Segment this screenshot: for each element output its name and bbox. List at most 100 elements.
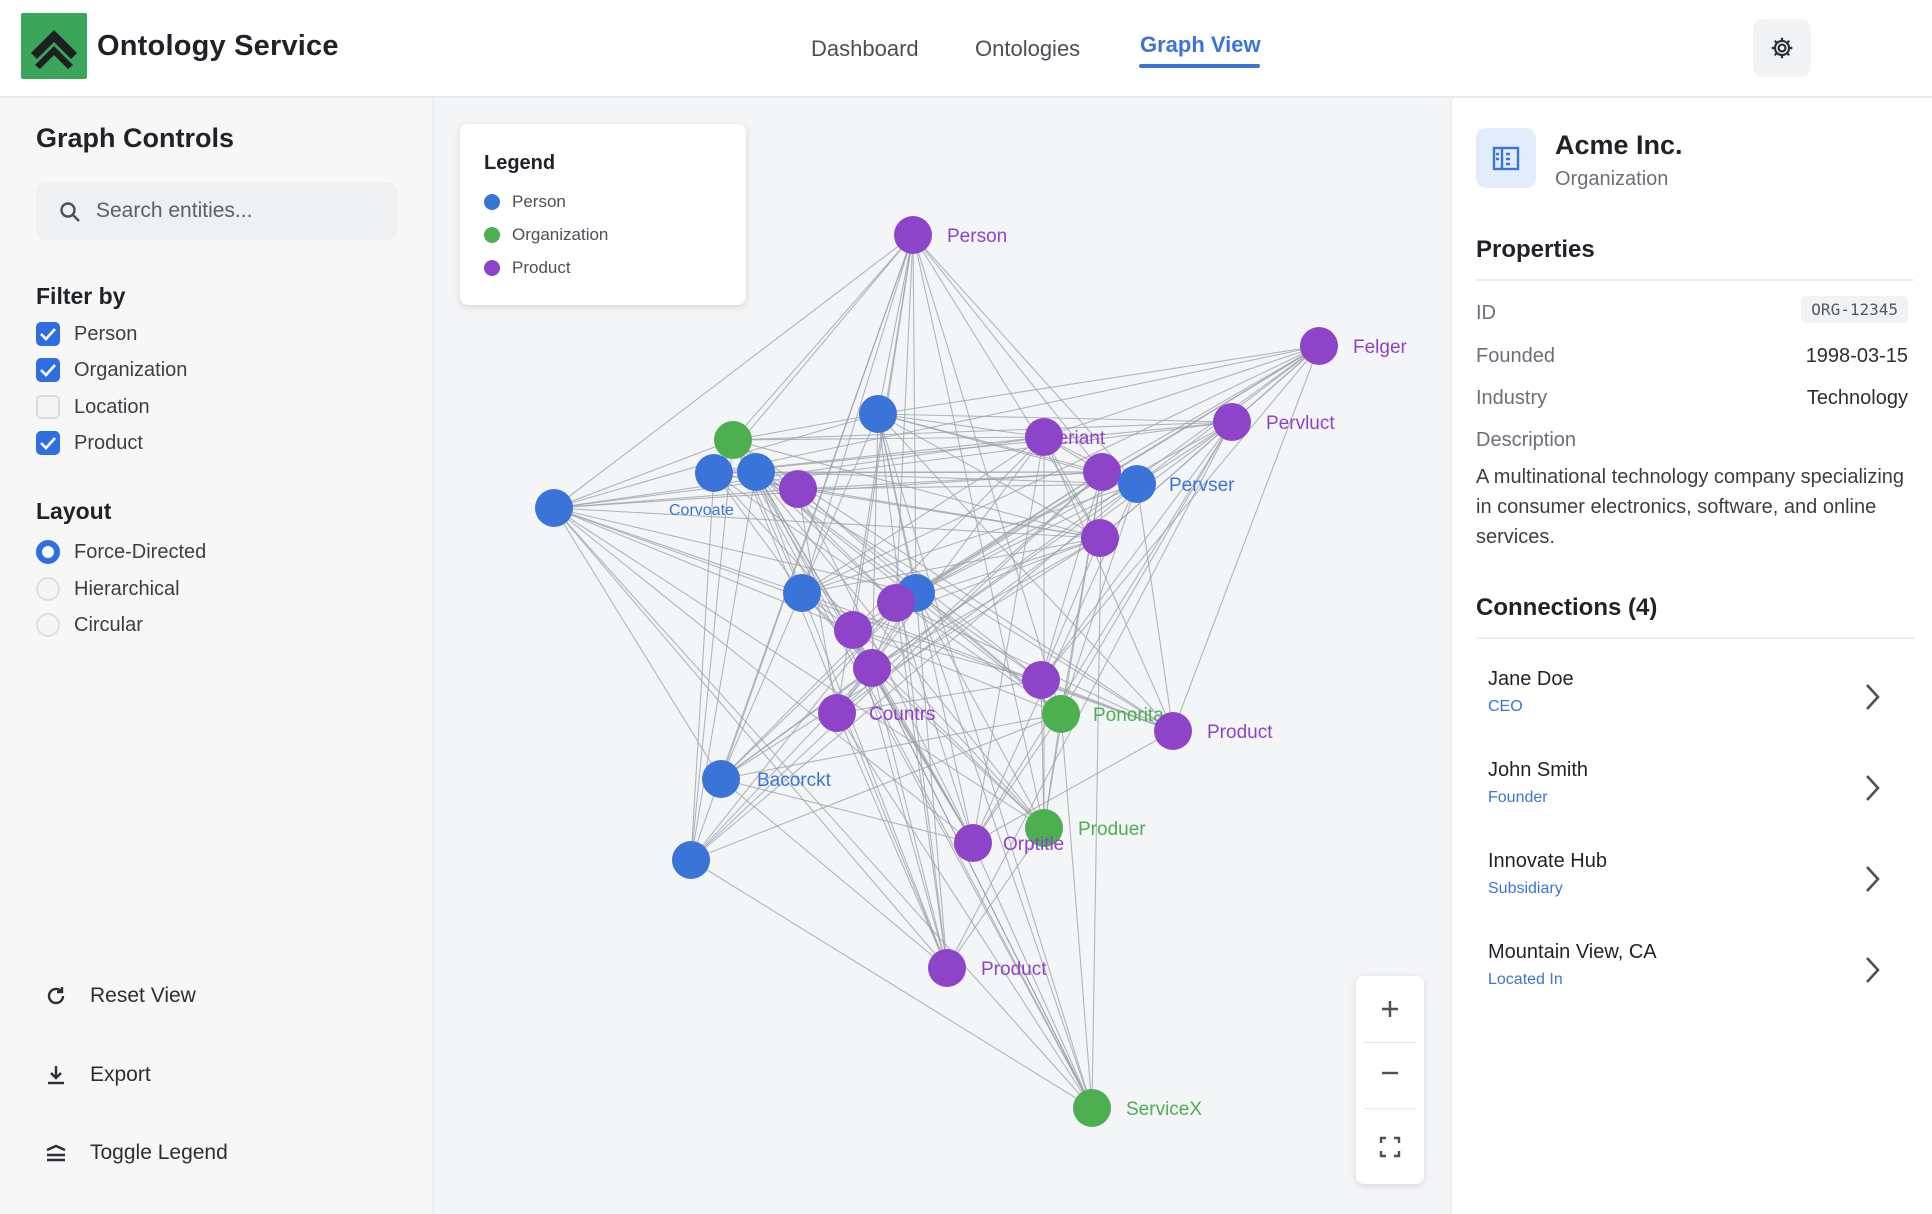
filter-organization[interactable]: Organization [36,357,187,383]
organization-node[interactable] [1073,1089,1111,1127]
layout-label: Hierarchical [74,577,180,600]
radio-button[interactable] [36,540,60,564]
connection-item[interactable]: Jane Doe CEO [1476,654,1914,740]
checkbox[interactable] [36,395,60,419]
search-box[interactable] [36,182,397,240]
node-label: Countrs [869,704,936,725]
graph-edge [912,234,1101,539]
product-node[interactable] [818,694,856,732]
graph-edge [553,507,974,844]
graph-edge [1091,471,1103,1109]
graph-edge [1040,345,1320,681]
fit-view-button[interactable] [1356,1118,1424,1176]
filter-label: Person [74,322,138,345]
graph-edge [690,471,1103,861]
filter-location[interactable]: Location [36,394,150,420]
product-node[interactable] [954,824,992,862]
product-node[interactable] [1025,418,1063,456]
person-node[interactable] [737,453,775,491]
person-node[interactable] [672,841,710,879]
graph-edge [871,667,1093,1109]
radio-button[interactable] [36,577,60,601]
graph-edge [877,413,974,844]
filter-product[interactable]: Product [36,430,143,456]
graph-edge [852,629,1062,715]
graph-edge [553,421,1233,509]
graph-edge [912,234,917,594]
graph-edge [877,413,1233,423]
product-node[interactable] [834,611,872,649]
filter-person[interactable]: Person [36,321,137,347]
layout-hierarchical[interactable]: Hierarchical [36,576,180,602]
export-button[interactable]: Export [44,1060,151,1090]
connection-item[interactable]: John Smith Founder [1476,745,1914,831]
connection-item[interactable]: Innovate Hub Subsidiary [1476,836,1914,922]
graph-edge [895,602,948,969]
graph-edge [1136,483,1174,732]
product-node[interactable] [853,649,891,687]
chevron-logo-icon[interactable] [21,13,87,79]
product-node[interactable] [1213,403,1251,441]
building-icon [1476,128,1536,188]
layout-circular[interactable]: Circular [36,612,143,638]
graph-edge [1060,483,1138,715]
graph-edge [877,234,914,415]
person-dot-icon [484,194,500,210]
person-node[interactable] [1118,465,1156,503]
app-title: Ontology Service [97,30,339,62]
checkbox[interactable] [36,322,60,346]
product-node[interactable] [894,216,932,254]
person-node[interactable] [702,760,740,798]
product-node[interactable] [877,584,915,622]
legend-label: Product [512,258,571,277]
connection-item[interactable]: Mountain View, CA Located In [1476,927,1914,1013]
person-node[interactable] [859,395,897,433]
graph-edge [972,730,1174,844]
zoom-in-button[interactable] [1356,980,1424,1038]
graph-edge [912,234,1138,485]
network-graph[interactable]: PersonFelgerFeriantPervluctCorvoatePervs… [434,98,1450,1214]
product-node[interactable] [1081,519,1119,557]
chevron-right-icon [1866,775,1880,801]
person-node[interactable] [535,489,573,527]
graph-edge [895,234,914,604]
layout-force-directed[interactable]: Force-Directed [36,539,206,565]
node-label: Product [981,959,1047,980]
radio-button[interactable] [36,613,60,637]
checkbox[interactable] [36,358,60,382]
settings-button[interactable] [1753,19,1811,77]
organization-node[interactable] [1042,695,1080,733]
node-label: Bacorckt [757,770,832,791]
organization-dot-icon [484,227,500,243]
checkbox[interactable] [36,431,60,455]
product-node[interactable] [1154,712,1192,750]
graph-edge [720,592,917,780]
connection-role: Founder [1488,789,1548,806]
organization-node[interactable] [714,421,752,459]
product-node[interactable] [1022,661,1060,699]
toggle-legend-button[interactable]: Toggle Legend [44,1138,228,1168]
graph-edge [871,667,948,969]
zoom-out-button[interactable] [1356,1044,1424,1102]
person-node[interactable] [783,574,821,612]
graph-edge [1060,713,1093,1109]
reset-view-button[interactable]: Reset View [44,981,196,1011]
top-bar: Ontology Service Dashboard Ontologies Gr… [0,0,1932,98]
product-node[interactable] [928,949,966,987]
product-node[interactable] [1300,327,1338,365]
connection-role: Located In [1488,971,1563,988]
tab-ontologies[interactable]: Ontologies [975,36,1081,61]
node-label: Corvoate [669,502,734,519]
graph-edge [836,712,948,969]
layers-icon [46,1144,66,1162]
tab-dashboard[interactable]: Dashboard [811,36,919,61]
search-input[interactable] [96,195,386,227]
node-label: Pervser [1169,475,1235,496]
product-node[interactable] [779,470,817,508]
product-node[interactable] [1083,453,1121,491]
tab-graph-view[interactable]: Graph View [1140,32,1261,57]
organization-node[interactable] [1025,809,1063,847]
person-node[interactable] [695,454,733,492]
graph-edge [797,488,1101,539]
